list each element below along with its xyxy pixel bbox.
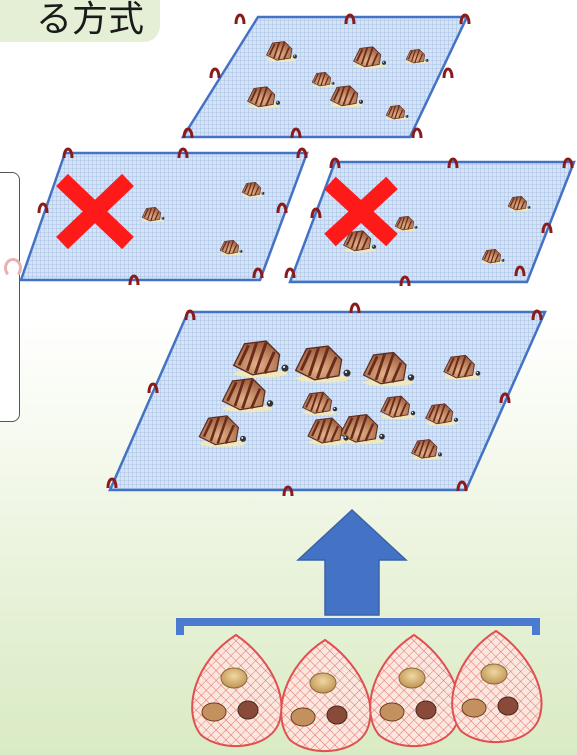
stake-icon	[209, 67, 221, 80]
bracket-icon	[176, 618, 540, 635]
stake-icon	[442, 67, 454, 80]
title-banner: る方式	[0, 0, 160, 42]
stake-icon	[411, 127, 423, 140]
top-net	[180, 13, 471, 140]
mesh-bag-icon	[451, 629, 543, 744]
mesh-bag-icon	[369, 633, 461, 748]
cross-mark-icon	[56, 173, 134, 250]
stake-icon	[284, 267, 296, 280]
stake-icon	[234, 13, 246, 26]
middle-right-net	[284, 157, 576, 288]
mesh-bags	[191, 629, 543, 753]
mesh-bag-icon	[280, 638, 372, 753]
net-surface	[288, 160, 576, 284]
left-text-card	[0, 172, 20, 422]
stake-icon	[37, 202, 49, 215]
hook-fragment-icon	[4, 258, 22, 278]
net-surface	[19, 151, 309, 282]
middle-left-net	[19, 147, 309, 287]
up-arrow-icon	[296, 508, 408, 616]
title-text: る方式	[35, 0, 144, 40]
stake-icon	[282, 485, 294, 498]
cross-mark-icon	[324, 176, 398, 247]
mesh-bag-icon	[191, 633, 283, 748]
bottom-net	[106, 302, 547, 498]
